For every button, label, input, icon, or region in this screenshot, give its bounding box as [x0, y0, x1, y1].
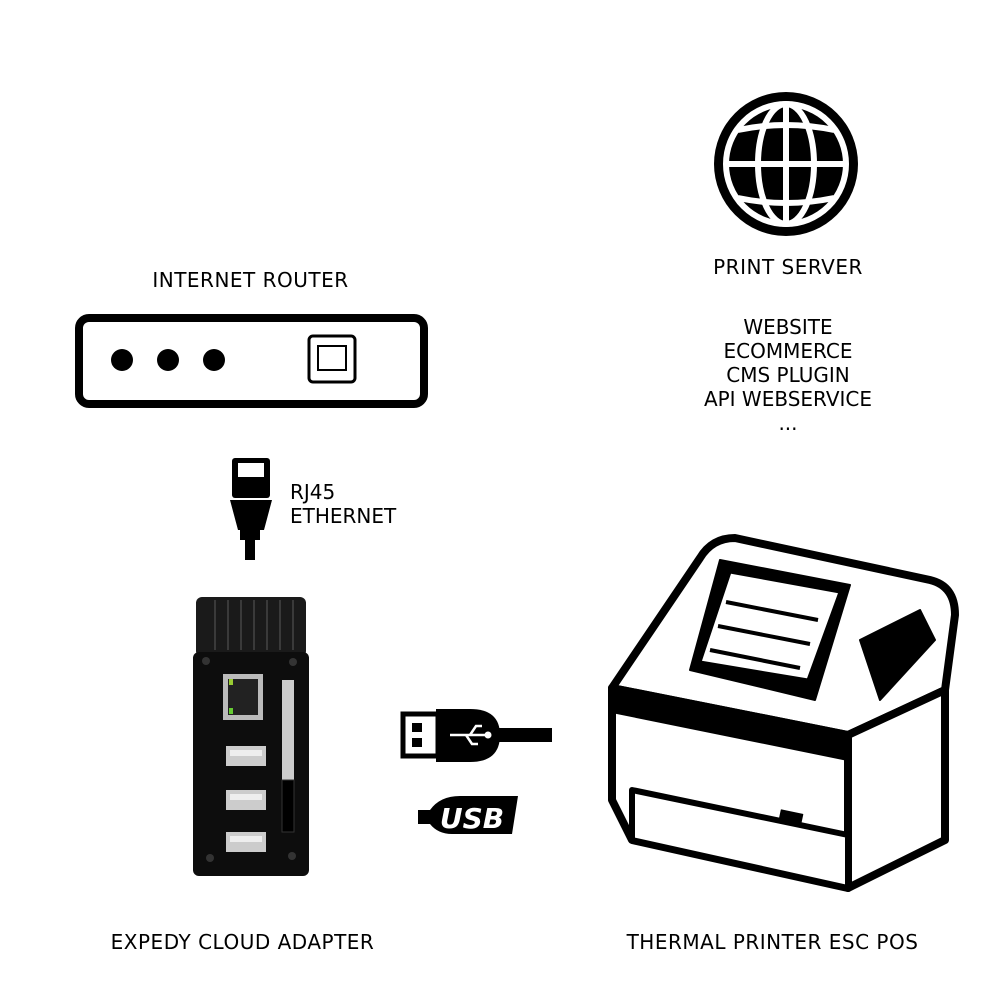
usb-badge-icon: USB: [418, 796, 518, 835]
service-item: API WEBSERVICE: [703, 387, 873, 411]
cloud-adapter-device: [193, 597, 309, 876]
printer-label: THERMAL PRINTER ESC POS: [626, 930, 919, 954]
thermal-printer-icon: [608, 534, 959, 892]
service-item: WEBSITE: [743, 315, 833, 339]
globe-icon: [714, 92, 858, 236]
usb-plug-icon: [400, 709, 552, 762]
rj45-cable-icon: [230, 458, 272, 560]
cable-label: RJ45 ETHERNET: [290, 480, 396, 528]
service-item: ECOMMERCE: [723, 339, 853, 363]
print-server-label: PRINT SERVER: [713, 255, 863, 279]
router-icon: [75, 314, 428, 408]
service-item: CMS PLUGIN: [726, 363, 850, 387]
router-label: INTERNET ROUTER: [152, 268, 349, 292]
service-item: ...: [778, 411, 798, 435]
usb-badge-text: USB: [440, 802, 504, 835]
adapter-label: EXPEDY CLOUD ADAPTER: [110, 930, 375, 954]
services-list: WEBSITE ECOMMERCE CMS PLUGIN API WEBSERV…: [663, 315, 913, 435]
cable-label-line: RJ45: [290, 480, 336, 504]
cable-label-line: ETHERNET: [290, 504, 397, 528]
